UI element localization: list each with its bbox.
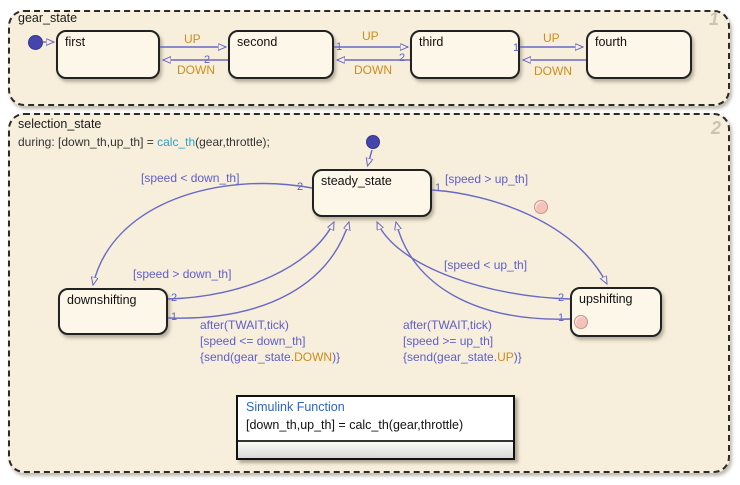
- downshift-send-event: DOWN: [294, 350, 333, 364]
- state-first[interactable]: first: [56, 30, 160, 79]
- simulink-function-box[interactable]: Simulink Function [down_th,up_th] = calc…: [236, 395, 515, 460]
- gear-state-order-badge: 1: [709, 9, 720, 29]
- upshift-send: {send(gear_state.UP)}: [403, 349, 522, 365]
- label-down-fourth-third: DOWN: [534, 64, 572, 78]
- simulink-function-footer: [238, 440, 513, 458]
- label-speed-lt-down: [speed < down_th]: [141, 171, 240, 185]
- state-second-name: second: [237, 35, 278, 49]
- label-up-second-third: UP: [362, 29, 379, 43]
- label-speed-gt-down: [speed > down_th]: [133, 267, 232, 281]
- state-third[interactable]: third: [410, 30, 520, 79]
- downshift-send: {send(gear_state.DOWN)}: [200, 349, 340, 365]
- tnum-second-down: 2: [204, 54, 211, 66]
- default-transition-dot-gear[interactable]: [28, 35, 43, 50]
- label-downshift-action: after(TWAIT,tick) [speed <= down_th] {se…: [200, 317, 340, 365]
- tnum-third-up: 1: [513, 42, 520, 54]
- tnum-steady-down: 2: [297, 181, 304, 193]
- tnum-downshifting-1: 1: [171, 311, 178, 323]
- label-up-first-second: UP: [184, 32, 201, 46]
- state-steady-state-name: steady_state: [321, 174, 392, 188]
- upshift-send-prefix: {send(gear_state.: [403, 350, 498, 364]
- label-down-third-second: DOWN: [354, 63, 392, 77]
- state-upshifting-name: upshifting: [579, 292, 633, 306]
- state-upshifting[interactable]: upshifting: [570, 287, 662, 337]
- tnum-second-up: 1: [336, 41, 343, 53]
- state-fourth-name: fourth: [595, 35, 627, 49]
- label-up-third-fourth: UP: [543, 31, 560, 45]
- state-steady-state[interactable]: steady_state: [312, 169, 432, 217]
- tnum-third-down: 2: [399, 52, 406, 64]
- breakpoint-badge-transition[interactable]: [534, 200, 548, 214]
- label-speed-gt-up: [speed > up_th]: [445, 172, 529, 186]
- label-speed-lt-up: [speed < up_th]: [444, 258, 528, 272]
- during-prefix: during: [down_th,up_th] =: [18, 135, 158, 149]
- selection-state-during-action: during: [down_th,up_th] = calc_th(gear,t…: [18, 135, 270, 149]
- simulink-function-signature: [down_th,up_th] = calc_th(gear,throttle): [246, 418, 464, 432]
- upshift-cond: [speed >= up_th]: [403, 334, 494, 348]
- upshift-after: after(TWAIT,tick): [403, 318, 492, 332]
- upshift-send-event: UP: [497, 350, 514, 364]
- default-transition-dot-selection[interactable]: [366, 135, 380, 149]
- tnum-downshifting-2: 2: [171, 292, 178, 304]
- region-gear-state-title: gear_state: [18, 11, 78, 25]
- selection-state-order-badge: 2: [711, 118, 722, 138]
- downshift-cond: [speed <= down_th]: [200, 334, 306, 348]
- breakpoint-badge-upshifting[interactable]: [574, 315, 588, 329]
- state-third-name: third: [419, 35, 444, 49]
- downshift-send-suffix: )}: [332, 350, 341, 364]
- tnum-upshifting-2: 2: [558, 292, 565, 304]
- tnum-upshifting-1: 1: [558, 312, 565, 324]
- state-first-name: first: [65, 35, 86, 49]
- simulink-function-title: Simulink Function: [246, 400, 345, 414]
- during-suffix: (gear,throttle);: [195, 135, 270, 149]
- downshift-after: after(TWAIT,tick): [200, 318, 289, 332]
- state-downshifting[interactable]: downshifting: [58, 288, 168, 335]
- region-selection-state-title: selection_state: [18, 117, 102, 131]
- upshift-send-suffix: )}: [513, 350, 522, 364]
- during-function-link[interactable]: calc_th: [157, 135, 196, 149]
- downshift-send-prefix: {send(gear_state.: [200, 350, 295, 364]
- state-second[interactable]: second: [228, 30, 334, 79]
- state-fourth[interactable]: fourth: [586, 30, 692, 79]
- tnum-steady-up: 1: [435, 182, 442, 194]
- label-down-second-first: DOWN: [177, 63, 215, 77]
- state-downshifting-name: downshifting: [67, 293, 137, 307]
- label-upshift-action: after(TWAIT,tick) [speed >= up_th] {send…: [403, 317, 522, 365]
